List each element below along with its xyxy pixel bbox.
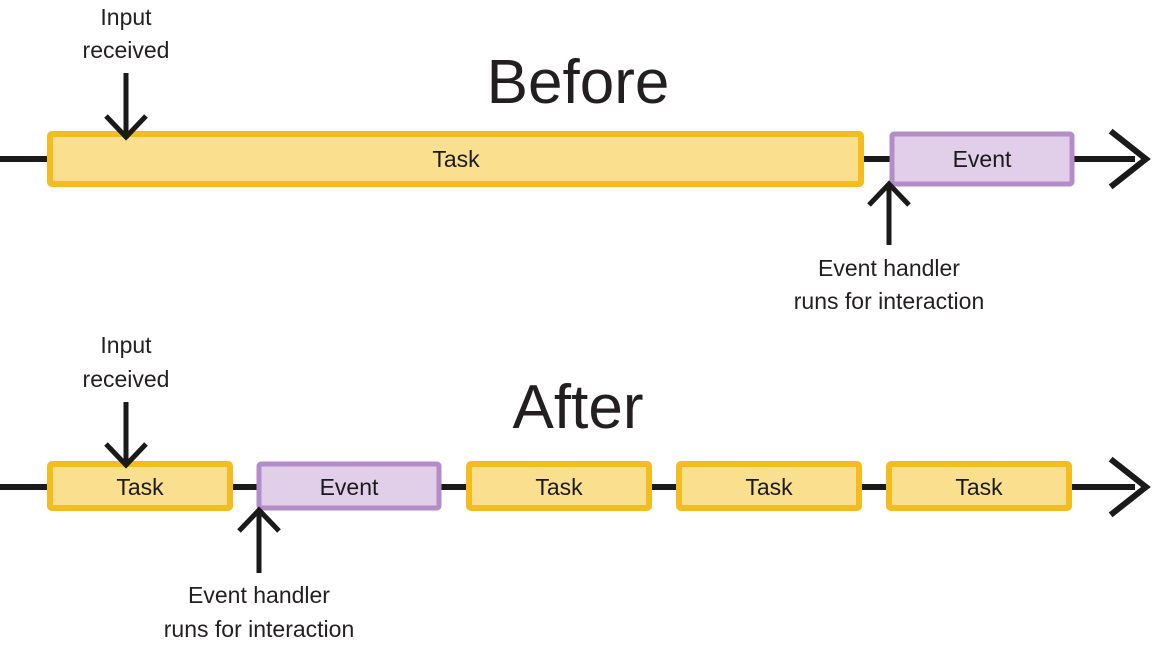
after-task-block-1: Task: [47, 461, 233, 511]
before-event-label: Event: [953, 146, 1012, 172]
after-task-label-2: Task: [535, 474, 583, 500]
before-input-received-line2: received: [83, 37, 170, 63]
before-timeline-axis: [0, 128, 1151, 190]
after-task-label-1: Task: [116, 474, 164, 500]
before-event-handler-callout: Event handler runs for interaction: [794, 180, 984, 314]
after-task-block-4: Task: [886, 461, 1072, 511]
after-task-label-3: Task: [745, 474, 793, 500]
after-task-rect-1: [47, 461, 233, 511]
after-section: After Task Event: [0, 332, 1151, 642]
after-task-label-4: Task: [955, 474, 1003, 500]
after-event-rect: [256, 461, 442, 511]
before-event-rect: [889, 131, 1075, 187]
after-axis-arrowhead: [1108, 456, 1151, 518]
before-task-rect: [47, 131, 864, 187]
after-title: After: [513, 373, 644, 442]
before-input-received-line1: Input: [100, 4, 152, 30]
after-event-block: Event: [256, 461, 442, 511]
before-event-block: Event: [889, 131, 1075, 187]
before-input-received-callout: Input received: [83, 4, 170, 141]
after-event-handler-line1: Event handler: [188, 582, 330, 608]
before-task-block: Task: [47, 131, 864, 187]
after-handler-arrowhead: [237, 506, 281, 533]
after-input-received-callout: Input received: [83, 332, 170, 469]
before-axis-arrowhead: [1108, 128, 1151, 190]
after-input-arrowhead: [104, 442, 148, 469]
after-event-label: Event: [320, 474, 379, 500]
after-timeline-axis: [0, 456, 1151, 518]
after-task-rect-2: [466, 461, 652, 511]
after-task-rect-3: [676, 461, 862, 511]
after-task-rect-4: [886, 461, 1072, 511]
before-title: Before: [487, 48, 670, 117]
before-handler-arrowhead: [867, 180, 911, 207]
before-task-label: Task: [432, 146, 480, 172]
after-event-handler-line2: runs for interaction: [164, 616, 354, 642]
after-event-handler-callout: Event handler runs for interaction: [164, 506, 354, 642]
before-section: Before Task Event Input received: [0, 4, 1151, 314]
before-input-arrowhead: [104, 114, 148, 141]
after-input-received-line1: Input: [100, 332, 152, 358]
before-event-handler-line1: Event handler: [818, 255, 960, 281]
before-event-handler-line2: runs for interaction: [794, 288, 984, 314]
after-task-block-2: Task: [466, 461, 652, 511]
after-task-block-3: Task: [676, 461, 862, 511]
after-input-received-line2: received: [83, 366, 170, 392]
